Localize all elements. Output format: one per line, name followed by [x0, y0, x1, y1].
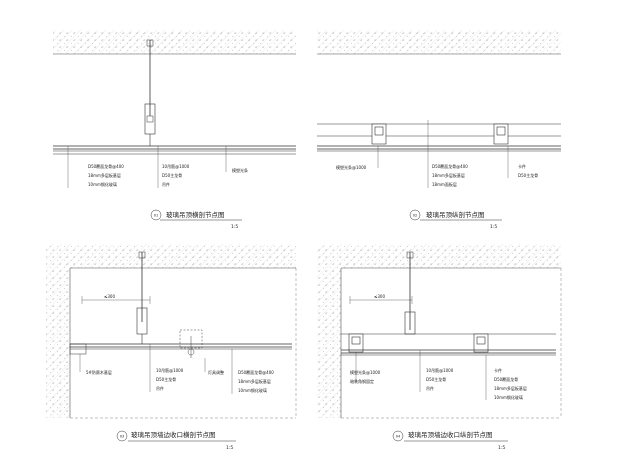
panel-number: 02 [413, 214, 417, 218]
labels: 5#防腐木基层 10吊筋@1000 D50主龙骨 吊件 灯具调整 D50覆面龙骨… [86, 367, 274, 393]
panel-scale: 1:5 [231, 224, 238, 230]
dimension: ≤300 [81, 294, 151, 304]
label-mid-1: D50主龙骨 [156, 376, 176, 382]
ceiling-slab [46, 244, 296, 269]
panel-03: ≤300 5#防腐木基层 10吊筋@1000 D50主 [46, 244, 297, 451]
label-mid-2: 吊件 [162, 181, 170, 187]
labels: 模塑光条@1000 暗装角钢固定 10吊筋@1000 D50主龙骨 吊件 卡件 … [350, 367, 527, 400]
title-block: 03 玻璃吊顶墙边收口横剖节点图 1:5 [116, 430, 236, 451]
label-left-1: 暗装角钢固定 [350, 378, 374, 384]
label-right-0: 卡件 [518, 163, 526, 169]
label-right-1: D50主龙骨 [518, 172, 538, 178]
label-right-2: 10mm钢化玻璃 [238, 387, 267, 393]
label-mid-1: 18mm多层板基层 [432, 172, 465, 178]
ceiling-panel [317, 145, 561, 152]
label-right-0: D50覆面龙骨@400 [238, 369, 274, 375]
leader-lines [377, 120, 509, 188]
label-left-1: 18mm多层板基层 [88, 172, 121, 178]
frame-outline [341, 268, 562, 419]
labels: 模塑光条@1000 D50覆面龙骨@400 18mm多层板基层 18mm面板层 … [336, 163, 538, 187]
label-right-0: 模塑光条 [232, 167, 248, 173]
panel-number: 04 [396, 435, 401, 439]
ceiling-slab [317, 244, 561, 269]
ceiling-panel [53, 145, 296, 155]
hanger-assembly [136, 251, 148, 344]
label-right-1: 18mm多层板基层 [238, 378, 271, 384]
title-block: 02 玻璃吊顶纵剖节点图 1:5 [409, 209, 502, 230]
title-block: 01 玻璃吊顶横剖节点图 1:5 [150, 209, 242, 230]
label-mid-0: 10吊筋@1000 [426, 367, 454, 373]
frame-outline [70, 268, 297, 419]
panel-04: ≤300 模塑光条@1000 暗装角钢固定 10 [317, 244, 562, 451]
label-left-0: 模塑光条@1000 [350, 369, 381, 375]
leader-lines [355, 350, 487, 400]
panel-title: 玻璃吊顶横剖节点图 [166, 210, 225, 219]
label-mid-0: 10吊筋@1000 [156, 367, 184, 373]
label-right-0: 卡件 [494, 367, 502, 373]
label-mid-0: D50覆面龙骨@400 [432, 163, 468, 169]
label-left-0: 5#防腐木基层 [86, 369, 112, 375]
label-mid-1: D50主龙骨 [426, 376, 446, 382]
label-right-1: D50覆面龙骨 [494, 376, 518, 382]
panel-number: 03 [120, 435, 124, 439]
side-wall [317, 268, 342, 418]
panel-title: 玻璃吊顶纵剖节点图 [426, 210, 485, 219]
ceiling-slab [317, 30, 561, 55]
label-right-3: 10mm钢化玻璃 [494, 394, 523, 400]
label-mid-2: 18mm面板层 [432, 181, 457, 187]
ceiling-panel [69, 343, 292, 355]
label-left-0: 模塑光条@1000 [336, 164, 367, 170]
clip-profiles [348, 333, 489, 353]
ceiling-slab [53, 30, 296, 55]
label-mid-1: D50主龙骨 [162, 172, 182, 178]
dimension-label: ≤300 [374, 294, 385, 299]
label-left-2: 10mm钢化玻璃 [88, 181, 117, 187]
hanger-assembly [144, 39, 156, 146]
title-block: 04 玻璃吊顶墙边收口纵剖节点图 1:5 [392, 430, 508, 451]
dimension: ≤300 [349, 294, 413, 304]
leader-lines [79, 344, 233, 394]
panel-01: D50覆面龙骨@400 18mm多层板基层 10mm钢化玻璃 10吊筋@1000… [53, 30, 296, 230]
panel-title: 玻璃吊顶墙边收口纵剖节点图 [408, 430, 493, 439]
label-mid-2: 吊件 [426, 385, 434, 391]
main-runner-line [317, 123, 561, 137]
panel-title: 玻璃吊顶墙边收口横剖节点图 [131, 430, 216, 439]
clip-profiles [371, 123, 509, 145]
side-wall [46, 268, 71, 418]
panel-scale: 1:5 [226, 445, 233, 451]
panel-02: 模塑光条@1000 D50覆面龙骨@400 18mm多层板基层 18mm面板层 … [317, 30, 561, 230]
label-left-0: D50覆面龙骨@400 [88, 163, 124, 169]
label-right-2: 18mm多层板基层 [494, 385, 527, 391]
labels: D50覆面龙骨@400 18mm多层板基层 10mm钢化玻璃 10吊筋@1000… [88, 163, 248, 187]
panel-scale: 1:5 [498, 445, 505, 451]
panel-number: 01 [154, 214, 158, 218]
ceiling-panel [341, 349, 556, 356]
dimension-label: ≤300 [104, 294, 115, 299]
label-mid-0: 10吊筋@1000 [162, 163, 190, 169]
label-mid-2: 吊件 [156, 385, 164, 391]
label-mid2-0: 灯具调整 [208, 369, 224, 375]
panel-scale: 1:5 [490, 224, 497, 230]
leader-lines [67, 146, 227, 188]
